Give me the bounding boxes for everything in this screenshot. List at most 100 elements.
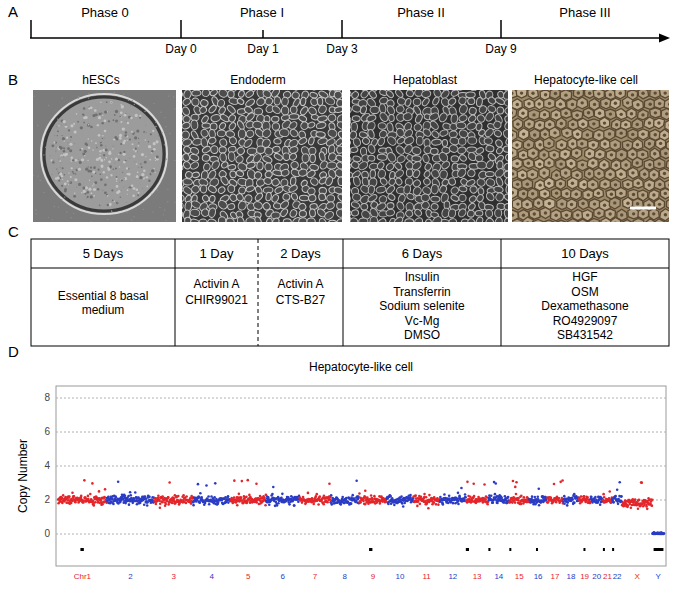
cell (350, 217, 359, 222)
colony-speckle (62, 179, 63, 180)
cell (254, 216, 263, 222)
colony-speckle (119, 134, 122, 137)
background-speckle (174, 160, 175, 161)
background-speckle (160, 112, 161, 113)
background-speckle (155, 126, 156, 127)
nucleus (653, 91, 656, 94)
copy-number-point (99, 499, 102, 502)
nucleus (603, 142, 606, 145)
cell (404, 98, 412, 107)
hepatocyte-cell (633, 178, 643, 189)
cell (318, 193, 326, 202)
colony-speckle (90, 195, 93, 198)
copy-number-point (129, 491, 132, 494)
cell (429, 120, 440, 131)
protocol-table (31, 239, 669, 346)
cell (375, 202, 387, 213)
cell (424, 162, 433, 171)
background-speckle (60, 162, 61, 163)
colony-speckle (115, 120, 118, 123)
cell (404, 209, 414, 219)
cell (327, 195, 335, 202)
nucleus (636, 123, 639, 126)
colony-speckle (75, 169, 77, 171)
cell (333, 186, 342, 195)
background-speckle (173, 96, 174, 97)
nucleus (614, 164, 617, 167)
nucleus (580, 142, 583, 145)
cell (377, 217, 388, 222)
hepatocyte-cell (638, 129, 649, 140)
cell (467, 147, 477, 153)
nucleus (564, 171, 567, 174)
nucleus (602, 163, 605, 166)
cell (395, 105, 405, 114)
nucleus (555, 191, 558, 194)
colony-speckle (110, 167, 112, 169)
nucleus (576, 133, 579, 136)
cell (386, 135, 398, 147)
background-speckle (174, 201, 175, 202)
nucleus (560, 122, 563, 125)
copy-number-point (207, 495, 210, 498)
cell (468, 107, 477, 116)
cell (477, 128, 486, 137)
nucleus (531, 192, 534, 195)
copy-number-point (157, 499, 160, 502)
cell (458, 103, 469, 115)
nucleus (663, 133, 666, 136)
nucleus (547, 182, 550, 185)
hepatocyte-cell (632, 157, 642, 168)
cell (210, 114, 221, 123)
colony-speckle (79, 149, 81, 151)
colony-speckle (104, 130, 107, 133)
cell (413, 122, 423, 132)
cell (271, 217, 280, 222)
copy-number-point (145, 501, 148, 504)
colony-speckle (87, 160, 88, 161)
background-speckle (65, 186, 66, 187)
cell (336, 120, 342, 130)
colony-speckle (102, 138, 103, 139)
cell (386, 202, 394, 209)
colony-speckle (78, 161, 81, 164)
colony-speckle (106, 157, 107, 158)
cell (271, 177, 281, 187)
plot-frame (56, 386, 666, 566)
colony-speckle (100, 144, 103, 147)
copy-number-point (72, 495, 75, 498)
colony-speckle (144, 161, 147, 164)
colony-speckle (92, 170, 95, 173)
nucleus (542, 153, 545, 156)
cell (393, 161, 403, 171)
nucleus (620, 113, 623, 116)
colony-speckle (88, 146, 91, 149)
cell (503, 193, 508, 202)
timeline-arrowhead (659, 34, 670, 43)
colony-speckle (93, 188, 96, 191)
cell (189, 153, 199, 162)
copy-number-point (68, 495, 71, 498)
nucleus (592, 122, 595, 125)
colony-speckle (105, 148, 108, 151)
colony-speckle (86, 191, 89, 194)
background-speckle (155, 126, 156, 127)
colony-speckle (53, 142, 55, 144)
background-speckle (143, 209, 144, 210)
colony-speckle (63, 148, 65, 150)
colony-speckle (121, 105, 124, 108)
colony-speckle (63, 150, 65, 152)
nucleus (564, 93, 567, 96)
gridline (56, 398, 666, 399)
hepatocyte-cell (600, 139, 611, 150)
nucleus (512, 151, 513, 154)
hepatocyte-cell (610, 139, 621, 150)
timeline (30, 20, 670, 43)
background-speckle (126, 202, 127, 203)
hepatocyte-cell (560, 167, 571, 179)
nucleus (598, 153, 601, 156)
colony-speckle (151, 169, 154, 172)
copy-number-point (192, 504, 195, 507)
colony-speckle (91, 140, 93, 142)
nucleus (542, 171, 545, 174)
